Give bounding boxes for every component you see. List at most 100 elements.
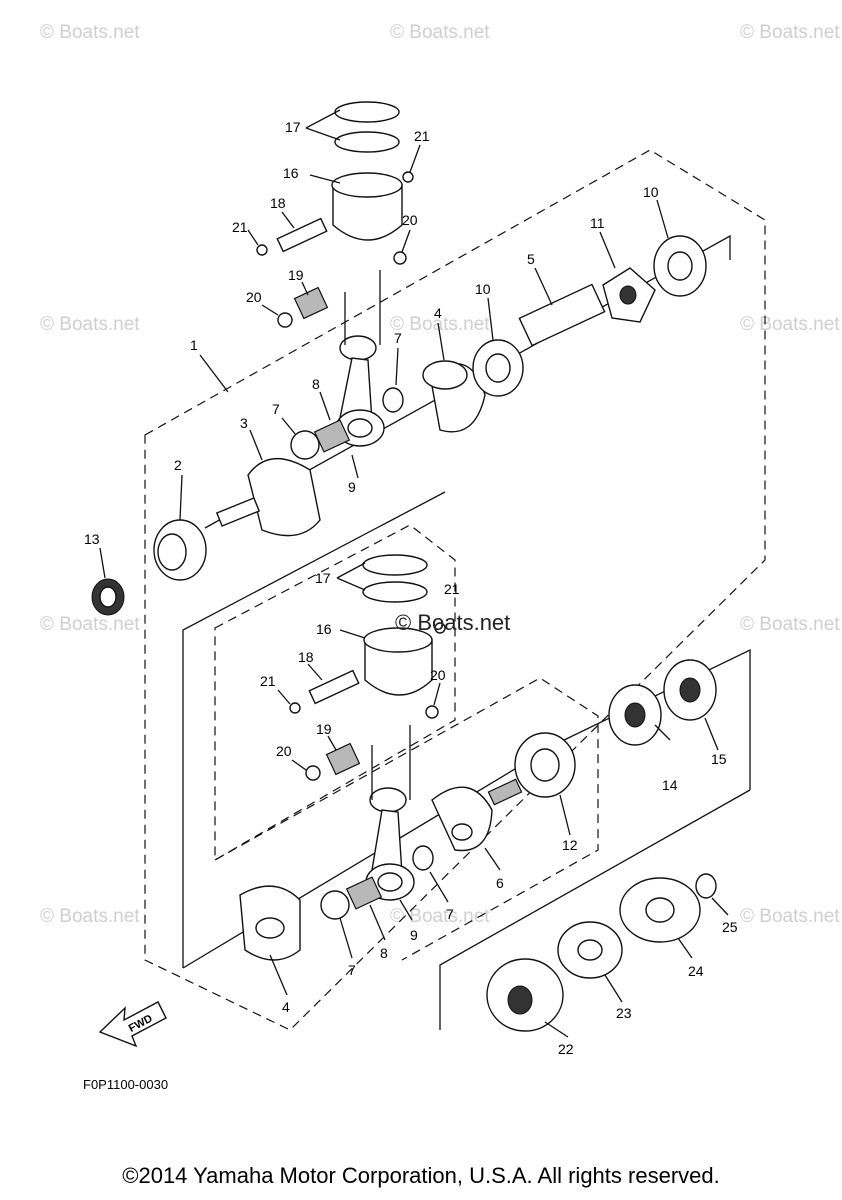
callout-15: 15 (711, 751, 727, 767)
lower-piston-assembly (289, 554, 446, 781)
connecting-rod-small-end (369, 787, 407, 813)
callout-leaders (99, 109, 729, 1038)
callout-4: 4 (434, 305, 442, 321)
piston-pin (308, 669, 360, 705)
callout-21: 21 (260, 673, 276, 689)
oil-seal-bore (624, 702, 646, 728)
watermark-layer: © Boats.net © Boats.net © Boats.net © Bo… (40, 22, 840, 927)
callout-9: 9 (348, 479, 356, 495)
piston (364, 639, 433, 696)
upper-connecting-rod (335, 270, 385, 447)
watermark: © Boats.net (740, 314, 840, 335)
washer (425, 705, 439, 719)
piston-set-upper-outline (214, 524, 456, 862)
piston-ring (362, 554, 428, 576)
callout-7: 7 (272, 401, 280, 417)
callout-16: 16 (316, 621, 332, 637)
crank-pin (422, 360, 468, 390)
clip (256, 244, 268, 256)
callout-11: 11 (590, 215, 605, 231)
crank-shaft-end (215, 497, 261, 527)
callout-18: 18 (270, 195, 286, 211)
copyright-footer: ©2014 Yamaha Motor Corporation, U.S.A. A… (122, 1163, 720, 1188)
callout-8: 8 (380, 945, 388, 961)
callout-2: 2 (174, 457, 182, 473)
upper-crankshaft-parts (91, 235, 707, 616)
crank-tube (518, 283, 606, 347)
watermark: © Boats.net (390, 906, 490, 927)
connecting-rod-bore (347, 418, 373, 438)
callout-24: 24 (688, 963, 704, 979)
watermark: © Boats.net (740, 614, 840, 635)
needle-bearing (345, 876, 383, 910)
clip (289, 702, 301, 714)
diagram-reference-code: F0P1100-0030 (83, 1077, 168, 1092)
washer (277, 312, 293, 328)
crankshaft-lower-outline (214, 677, 599, 961)
thrust-washer (382, 387, 404, 413)
crank-pin (451, 823, 473, 841)
callout-21: 21 (414, 128, 430, 144)
nut-thread (619, 285, 637, 305)
callout-7: 7 (348, 962, 356, 978)
callout-13: 13 (84, 531, 100, 547)
crank-web (247, 457, 321, 537)
bearing-cage (290, 430, 320, 460)
bearing-bore (485, 353, 511, 383)
callout-20: 20 (430, 667, 446, 683)
callout-7: 7 (446, 906, 454, 922)
watermark: © Boats.net (390, 22, 490, 43)
connecting-rod-bore (377, 872, 403, 892)
callout-4: 4 (282, 999, 290, 1015)
thrust-washer (412, 845, 434, 871)
lower-crank-group-line (182, 491, 446, 968)
fwd-arrow: FWD (98, 1001, 167, 1048)
callout-21: 21 (232, 219, 248, 235)
callout-23: 23 (616, 1005, 632, 1021)
damper-center (577, 939, 603, 961)
callout-20: 20 (246, 289, 262, 305)
callout-20: 20 (276, 743, 292, 759)
bearing-cage (320, 890, 350, 920)
washer (305, 765, 321, 781)
callout-9: 9 (410, 927, 418, 943)
piston (332, 184, 403, 241)
crank-pin (255, 917, 285, 939)
coupling-hub (507, 985, 533, 1015)
clip (402, 171, 414, 183)
callout-5: 5 (527, 251, 535, 267)
needle-bearing (325, 742, 361, 776)
piston-ring (334, 101, 400, 123)
callout-labels: 17 21 16 18 20 21 19 20 1 7 4 10 5 11 10… (84, 119, 738, 1057)
piston-ring (362, 581, 428, 603)
coupling-center (645, 897, 675, 923)
callout-8: 8 (312, 376, 320, 392)
crank-spline (487, 778, 523, 806)
piston-ring (334, 131, 400, 153)
watermark: © Boats.net (40, 614, 140, 635)
piston-pin (276, 217, 328, 253)
fwd-arrow-icon (98, 1001, 167, 1048)
callout-1: 1 (190, 337, 198, 353)
watermark: © Boats.net (390, 314, 490, 335)
oil-seal-bore (679, 677, 701, 703)
callout-20: 20 (402, 212, 418, 228)
watermark: © Boats.net (740, 22, 840, 43)
bearing-bore (667, 251, 693, 281)
washer (393, 251, 407, 265)
callout-16: 16 (283, 165, 299, 181)
bearing-bore (530, 748, 560, 782)
watermark: © Boats.net (40, 314, 140, 335)
callout-6: 6 (496, 875, 504, 891)
oil-seal-bore (99, 586, 117, 608)
watermark: © Boats.net (40, 22, 140, 43)
callout-19: 19 (288, 267, 304, 283)
needle-bearing (313, 419, 351, 453)
callout-22: 22 (558, 1041, 574, 1057)
callout-19: 19 (316, 721, 332, 737)
o-ring (695, 873, 717, 899)
crank-web (431, 786, 493, 852)
bearing-bore (157, 533, 187, 571)
callout-25: 25 (722, 919, 738, 935)
